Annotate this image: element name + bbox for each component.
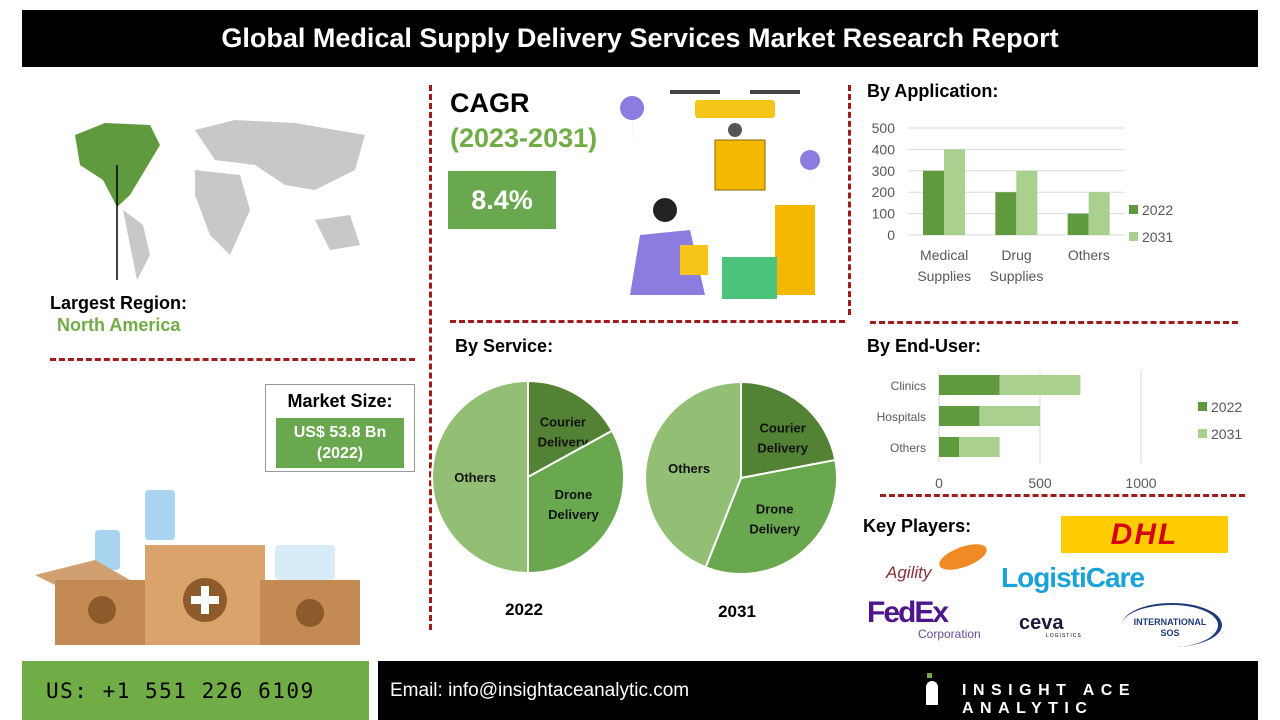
bar-2022 bbox=[923, 170, 944, 235]
x-tick-label: Drug bbox=[1001, 247, 1031, 263]
cagr-period: (2023-2031) bbox=[450, 123, 598, 153]
ceva-logo: ceva bbox=[1019, 612, 1064, 634]
bar-2022 bbox=[939, 437, 960, 457]
pie-slice bbox=[527, 429, 625, 575]
bar-2031 bbox=[999, 375, 1081, 395]
brand-name: INSIGHT ACE ANALYTIC bbox=[962, 682, 1137, 717]
sos-text: SOS bbox=[1160, 628, 1180, 638]
medical-boxes-icon bbox=[35, 490, 360, 645]
bar-2031 bbox=[1088, 192, 1110, 235]
legend-label: 2031 bbox=[1142, 229, 1173, 245]
pie-slice bbox=[740, 380, 837, 480]
pie-label: Delivery bbox=[538, 435, 589, 450]
service-pie-charts: CourierDeliveryDroneDeliveryOthers2022Co… bbox=[431, 379, 838, 621]
largest-region-value: North America bbox=[57, 315, 181, 335]
market-size-label: Market Size: bbox=[287, 391, 393, 411]
pie-label: Others bbox=[454, 470, 496, 485]
by-application-heading: By Application: bbox=[867, 81, 999, 101]
legend-swatch bbox=[1129, 232, 1138, 241]
by-service-heading: By Service: bbox=[455, 336, 554, 356]
bar-2022 bbox=[939, 375, 1000, 395]
pie-label: Delivery bbox=[749, 522, 800, 537]
agility-logo-mark bbox=[936, 539, 990, 575]
x-tick-label: Others bbox=[1068, 247, 1110, 263]
y-tick-label: Clinics bbox=[891, 379, 926, 393]
divider bbox=[50, 358, 415, 361]
x-tick-label: 1000 bbox=[1125, 475, 1156, 491]
largest-region-label: Largest Region: bbox=[50, 293, 188, 313]
bar-2022 bbox=[1067, 213, 1089, 235]
by-end-user-heading: By End-User: bbox=[867, 336, 982, 356]
dhl-logo: DHL bbox=[1061, 516, 1228, 553]
y-tick-label: 500 bbox=[872, 120, 896, 136]
pie-year-label: 2031 bbox=[718, 602, 756, 621]
legend-label: 2022 bbox=[1211, 399, 1242, 415]
x-tick-label: Supplies bbox=[990, 268, 1044, 284]
market-size-box: Market Size: US$ 53.8 Bn (2022) bbox=[265, 384, 415, 472]
agility-logo: Agility bbox=[886, 563, 932, 582]
y-tick-label: Others bbox=[890, 441, 926, 455]
x-tick-label: 500 bbox=[1028, 475, 1052, 491]
x-tick-label: 0 bbox=[935, 475, 943, 491]
y-tick-label: 0 bbox=[887, 227, 895, 243]
divider bbox=[880, 494, 1245, 497]
phone-contact: US: +1 551 226 6109 bbox=[22, 661, 369, 720]
pie-label: Others bbox=[668, 461, 710, 476]
international-sos-text: INTERNATIONAL bbox=[1133, 617, 1207, 627]
pie-label: Drone bbox=[555, 487, 593, 502]
y-tick-label: 100 bbox=[872, 206, 896, 222]
legend-label: 2031 bbox=[1211, 426, 1242, 442]
x-tick-label: Supplies bbox=[917, 268, 971, 284]
legend-swatch bbox=[1198, 402, 1207, 411]
pie-label: Delivery bbox=[548, 507, 599, 522]
pie-slice bbox=[644, 380, 742, 569]
legend-swatch bbox=[1198, 429, 1207, 438]
fedex-logo: FedEx bbox=[867, 596, 949, 629]
report-title: Global Medical Supply Delivery Services … bbox=[22, 10, 1258, 67]
logisticare-logo: LogistiCare bbox=[1001, 562, 1145, 593]
pie-label: Courier bbox=[760, 420, 806, 435]
y-tick-label: 300 bbox=[872, 163, 896, 179]
market-size-amount: US$ 53.8 Bn bbox=[293, 424, 387, 441]
bar-2031 bbox=[959, 437, 1000, 457]
pie-label: Drone bbox=[756, 502, 794, 517]
divider bbox=[429, 85, 432, 630]
pie-year-label: 2022 bbox=[505, 600, 543, 619]
ceva-logistics-text: LOGISTICS bbox=[1046, 633, 1082, 639]
legend-label: 2022 bbox=[1142, 202, 1173, 218]
market-size-year: (2022) bbox=[316, 445, 364, 462]
brand-logo-icon bbox=[926, 673, 940, 705]
market-size-value: US$ 53.8 Bn (2022) bbox=[276, 418, 404, 468]
legend-swatch bbox=[1129, 205, 1138, 214]
bar-2022 bbox=[939, 406, 980, 426]
bar-2031 bbox=[979, 406, 1040, 426]
key-players-heading: Key Players: bbox=[863, 516, 972, 536]
pie-label: Delivery bbox=[757, 440, 808, 455]
drone-delivery-illustration-icon bbox=[620, 90, 821, 299]
footer-bar: Email: info@insightaceanalytic.com INSIG… bbox=[378, 661, 1258, 720]
pie-slice bbox=[527, 379, 614, 479]
divider bbox=[870, 321, 1238, 324]
pie-label: Courier bbox=[540, 415, 586, 430]
cagr-label: CAGR bbox=[450, 88, 530, 118]
y-tick-label: 400 bbox=[872, 141, 896, 157]
world-map-icon bbox=[75, 120, 365, 280]
bar-2031 bbox=[1016, 170, 1038, 235]
bar-2022 bbox=[995, 192, 1017, 235]
x-tick-label: Medical bbox=[920, 247, 968, 263]
y-tick-label: 200 bbox=[872, 184, 896, 200]
cagr-value: 8.4% bbox=[448, 171, 556, 229]
pie-slice bbox=[704, 458, 838, 575]
divider bbox=[848, 85, 851, 315]
fedex-corporation-text: Corporation bbox=[918, 627, 981, 641]
y-tick-label: Hospitals bbox=[877, 410, 926, 424]
email-contact: Email: info@insightaceanalytic.com bbox=[390, 680, 690, 701]
pie-slice bbox=[431, 379, 529, 575]
divider bbox=[450, 320, 845, 323]
bar-2031 bbox=[944, 149, 965, 235]
